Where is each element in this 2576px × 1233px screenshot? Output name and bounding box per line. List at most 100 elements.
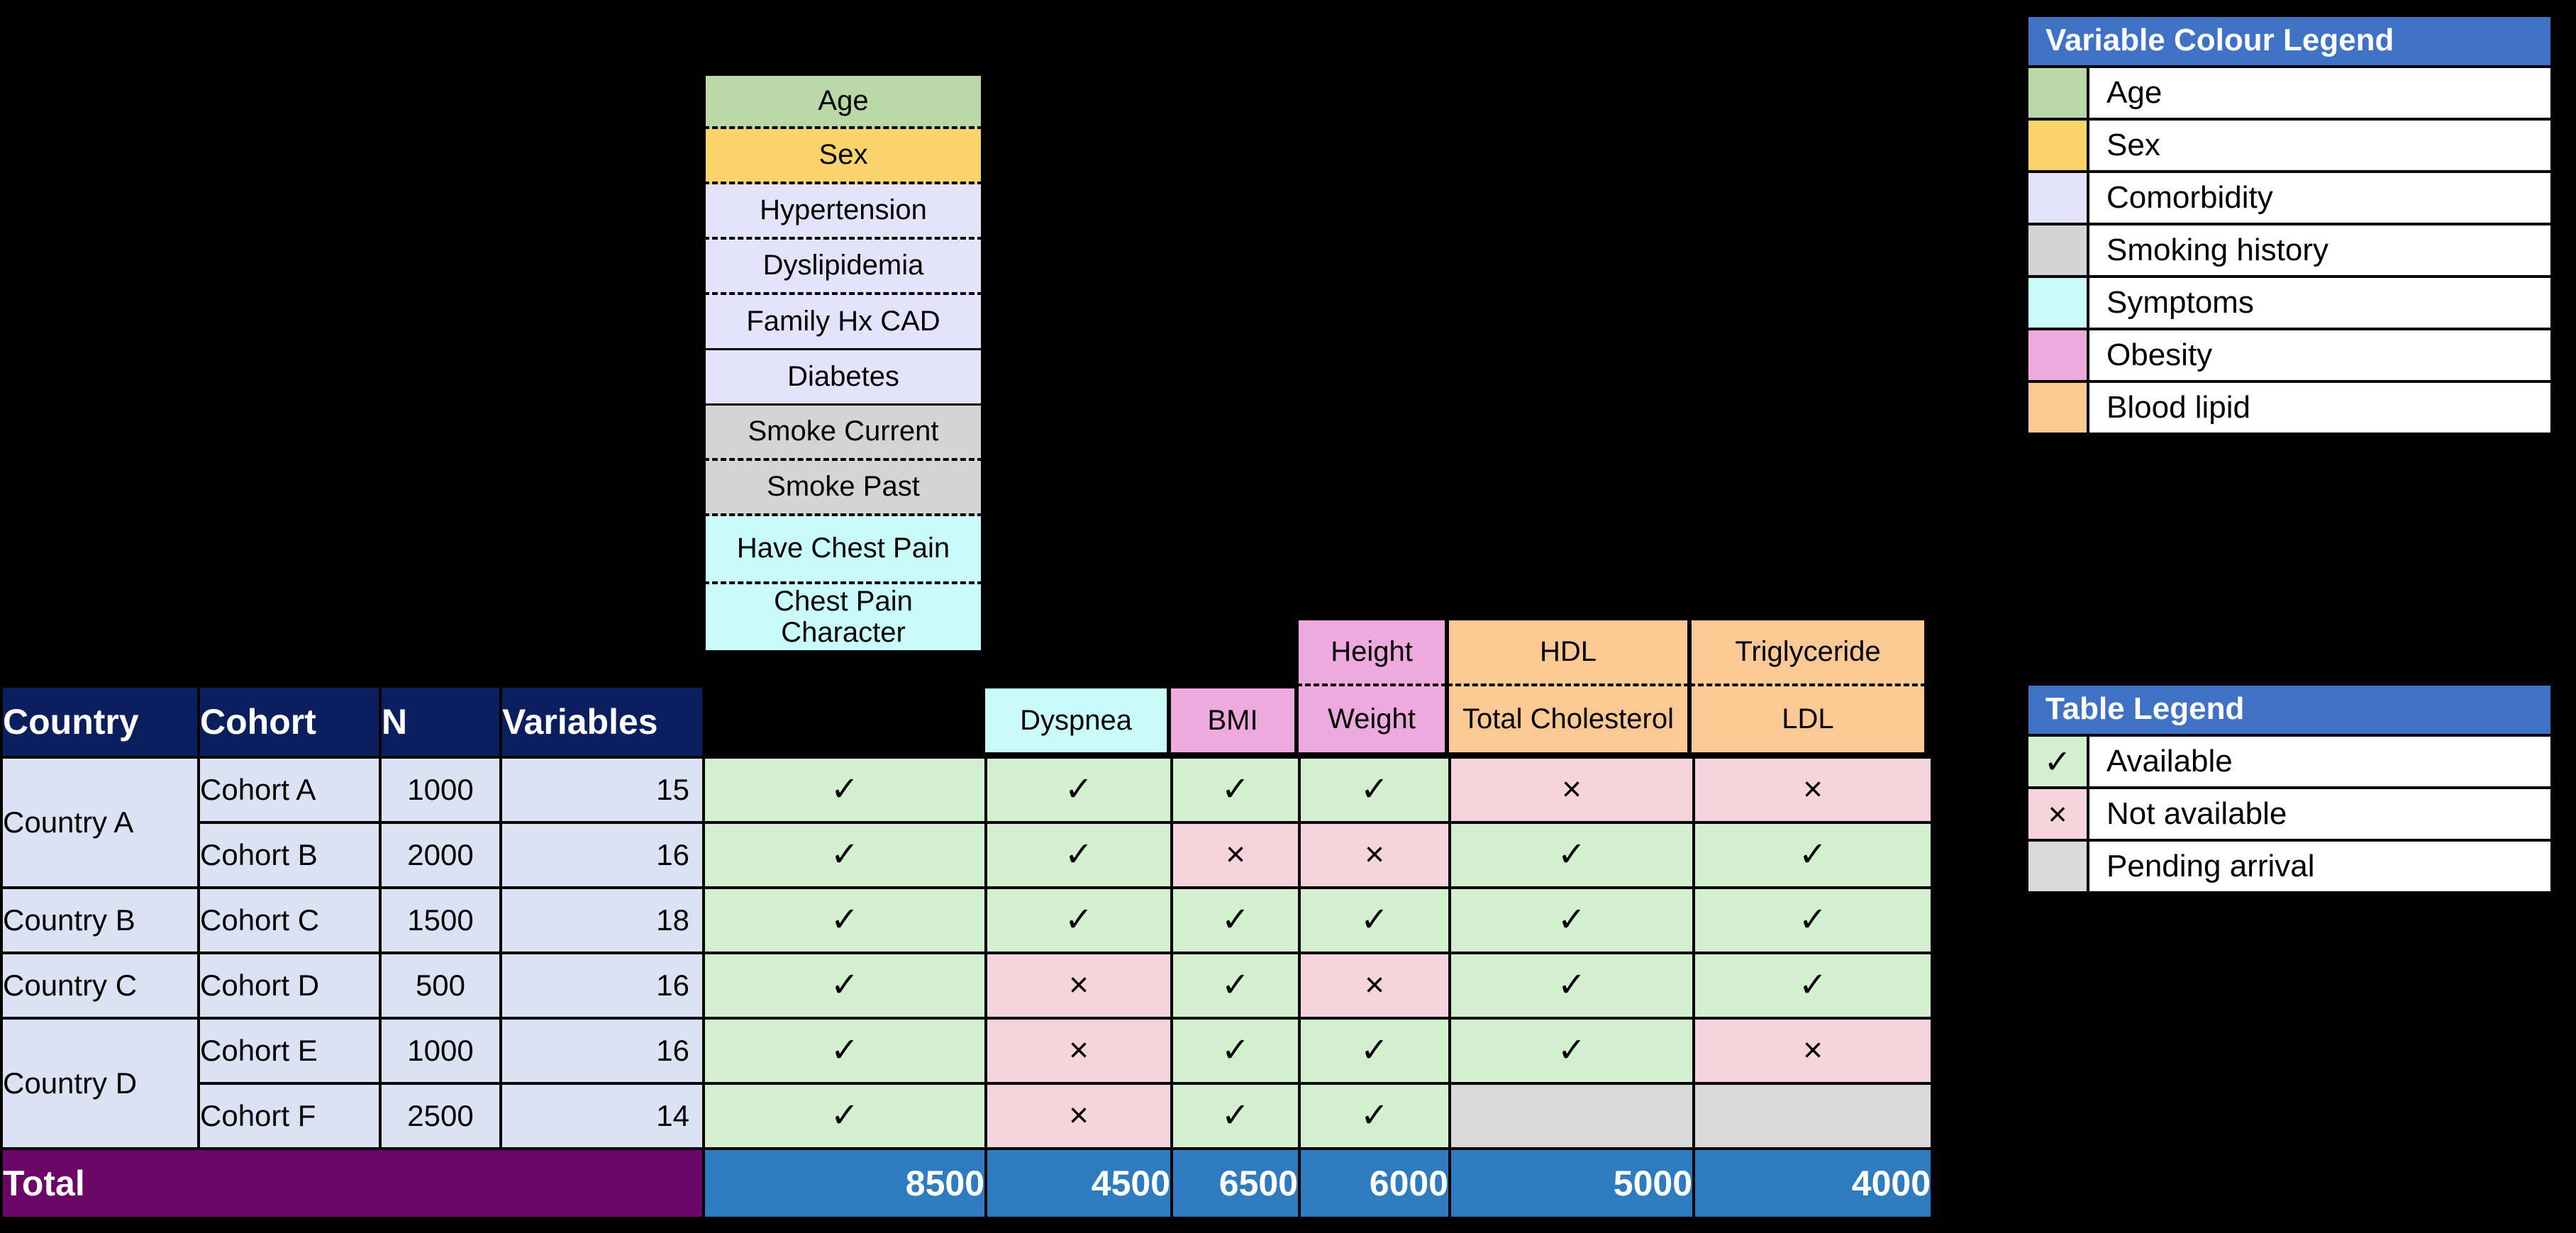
cell-variables: 16	[502, 824, 702, 886]
check-icon-cell: ✓	[1173, 954, 1298, 1017]
cell-cohort: Cohort B	[200, 824, 379, 886]
pending-cell	[1451, 1085, 1692, 1147]
variable-header-sex: Sex	[704, 129, 983, 184]
cross-icon-cell: ×	[987, 954, 1170, 1017]
check-icon-cell: ✓	[705, 759, 984, 821]
variable-header-age: Age	[704, 74, 983, 129]
variable-header-label: Hypertension	[760, 194, 927, 226]
variable-header-label: Weight	[1328, 703, 1416, 735]
variable-header-label: Dyslipidemia	[762, 250, 924, 281]
check-icon-cell: ✓	[1695, 954, 1931, 1017]
column-header-n: N	[382, 688, 499, 756]
cell-cohort: Cohort D	[200, 954, 379, 1017]
cell-cohort: Cohort E	[200, 1020, 379, 1082]
variable-header-ldl: LDL	[1689, 686, 1926, 754]
cell-n: 2500	[382, 1085, 499, 1147]
column-header-variables: Variables	[502, 688, 702, 756]
variable-header-label: Smoke Current	[748, 415, 939, 447]
colour-swatch	[2028, 383, 2089, 433]
variable-header-label: Sex	[818, 139, 868, 171]
check-icon-cell: ✓	[1451, 889, 1692, 952]
check-icon-cell: ✓	[1451, 954, 1692, 1017]
total-label: Total	[3, 1150, 702, 1217]
variable-header-label: Triglyceride	[1735, 636, 1881, 668]
pending-swatch	[2028, 842, 2089, 891]
check-icon-cell: ✓	[705, 889, 984, 952]
variable-header-hypertension: Hypertension	[704, 184, 983, 240]
cell-variables: 16	[502, 954, 702, 1017]
legend-label: Age	[2089, 68, 2550, 118]
legend-row: Symptoms	[2028, 275, 2550, 328]
cell-variables: 18	[502, 889, 702, 952]
cell-n: 1000	[382, 1020, 499, 1082]
check-icon-cell: ✓	[705, 1020, 984, 1082]
variable-header-dyslipidemia: Dyslipidemia	[704, 240, 983, 295]
legend-row: Blood lipid	[2028, 380, 2550, 433]
variable-header-label: HDL	[1539, 636, 1597, 668]
legend-row: ×Not available	[2028, 786, 2550, 839]
check-icon-cell: ✓	[1173, 1020, 1298, 1082]
cross-icon-cell: ×	[1695, 759, 1931, 821]
legend-row: Age	[2028, 65, 2550, 118]
variable-header-family-hx-cad: Family Hx CAD	[704, 295, 983, 350]
check-icon-cell: ✓	[1695, 824, 1931, 886]
table-header-row: Country Cohort N Variables	[3, 688, 1931, 756]
cell-country: Country C	[3, 954, 197, 1017]
variable-header-have-chest-pain: Have Chest Pain	[704, 516, 983, 584]
colour-swatch	[2028, 68, 2089, 118]
variable-header-label: Diabetes	[787, 360, 899, 392]
variable-header-bmi: BMI	[1169, 686, 1297, 754]
colour-swatch	[2028, 173, 2089, 223]
cell-country: Country B	[3, 889, 197, 952]
total-value: 4500	[987, 1150, 1170, 1217]
variable-header-label: Height	[1331, 636, 1413, 668]
cell-n: 2000	[382, 824, 499, 886]
variable-header-label: Smoke Past	[767, 471, 920, 503]
check-icon-cell: ✓	[1301, 759, 1448, 821]
cell-n: 1000	[382, 759, 499, 821]
colour-swatch	[2028, 278, 2089, 328]
variable-header-height: Height	[1297, 618, 1447, 686]
legend-label: Pending arrival	[2089, 842, 2550, 891]
variable-header-label: Have Chest Pain	[736, 532, 950, 564]
cross-icon-cell: ×	[987, 1085, 1170, 1147]
legend-label: Smoking history	[2089, 225, 2550, 275]
check-icon-cell: ✓	[1173, 1085, 1298, 1147]
pending-cell	[1695, 1085, 1931, 1147]
check-icon-cell: ✓	[1301, 889, 1448, 952]
cell-cohort: Cohort C	[200, 889, 379, 952]
variable-header-smoke-current: Smoke Current	[704, 406, 983, 461]
legend-label: Comorbidity	[2089, 173, 2550, 223]
legend-row: Obesity	[2028, 328, 2550, 380]
check-icon-cell: ✓	[705, 954, 984, 1017]
legend-label: Obesity	[2089, 330, 2550, 380]
variable-header-diabetes: Diabetes	[704, 350, 983, 406]
cell-country: Country A	[3, 759, 197, 886]
cell-n: 500	[382, 954, 499, 1017]
total-value: 6000	[1301, 1150, 1448, 1217]
variable-header-chest-pain-character: Chest Pain Character	[704, 584, 983, 652]
total-value: 8500	[705, 1150, 984, 1217]
cell-country: Country D	[3, 1020, 197, 1147]
legend-label: Available	[2089, 737, 2550, 786]
cross-icon-cell: ×	[1451, 759, 1692, 821]
check-icon-cell: ✓	[1301, 1020, 1448, 1082]
table-legend-title: Table Legend	[2028, 686, 2550, 734]
total-value: 4000	[1695, 1150, 1931, 1217]
legend-row: Smoking history	[2028, 223, 2550, 275]
check-icon-cell: ✓	[987, 824, 1170, 886]
check-icon-cell: ✓	[1695, 889, 1931, 952]
variable-header-label: Dyspnea	[1020, 704, 1132, 736]
total-value: 6500	[1173, 1150, 1298, 1217]
cell-variables: 14	[502, 1085, 702, 1147]
